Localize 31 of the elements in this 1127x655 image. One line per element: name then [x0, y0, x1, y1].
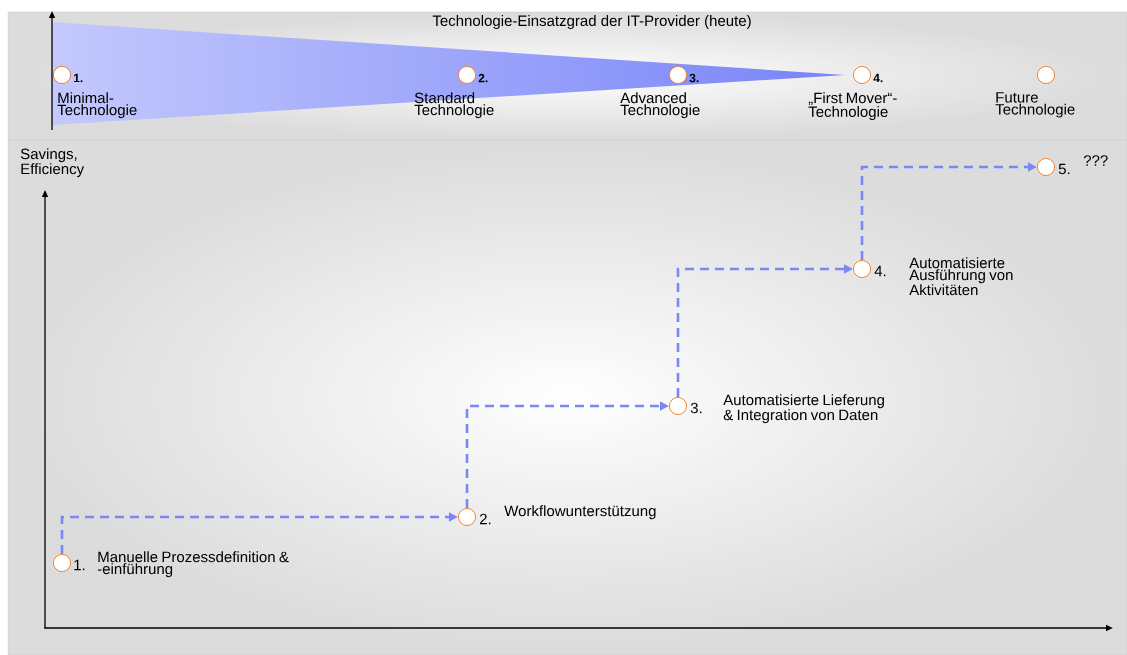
- step-label: Standard Technologie: [414, 92, 494, 119]
- step-number: 1.: [73, 73, 83, 83]
- step-label: Automatisierte Lieferung & Integration von Daten: [723, 394, 884, 424]
- step-label: Advanced Technologie: [620, 92, 700, 119]
- step-circle: [1037, 66, 1055, 84]
- step-number: 3.: [689, 73, 699, 83]
- step-label: „First Mover“- Technologie: [808, 92, 897, 120]
- band-title: Technologie-Einsatzgrad der IT-Provider (heute): [432, 15, 751, 29]
- step-label: Future Technologie: [995, 92, 1075, 118]
- step-label: Workflowunterstützung: [504, 505, 656, 520]
- step-number: 1.: [74, 559, 85, 571]
- step-label: ???: [1083, 155, 1108, 166]
- step-label: Manuelle Prozessdefinition & -einführung: [97, 551, 289, 578]
- step-circle: [458, 66, 476, 84]
- step-label: Automatisierte Ausführung von Aktivitäten: [909, 257, 1013, 296]
- step-number: 2.: [478, 73, 488, 83]
- step-number: 4.: [873, 73, 883, 83]
- axis-label: Savings, Efficiency: [20, 148, 85, 178]
- step-circle: [669, 66, 687, 84]
- step-number: 3.: [690, 402, 702, 414]
- step-number: 5.: [1058, 163, 1070, 175]
- step-circle: [458, 508, 476, 526]
- step-circle: [53, 66, 71, 84]
- step-label: Minimal- Technologie: [57, 92, 137, 119]
- step-circle: [1037, 158, 1055, 176]
- step-circle: [853, 260, 871, 278]
- step-number: 2.: [479, 513, 491, 525]
- step-number: 4.: [874, 265, 886, 277]
- step-circle: [53, 554, 71, 572]
- step-circle: [853, 66, 871, 84]
- step-circle: [669, 397, 687, 415]
